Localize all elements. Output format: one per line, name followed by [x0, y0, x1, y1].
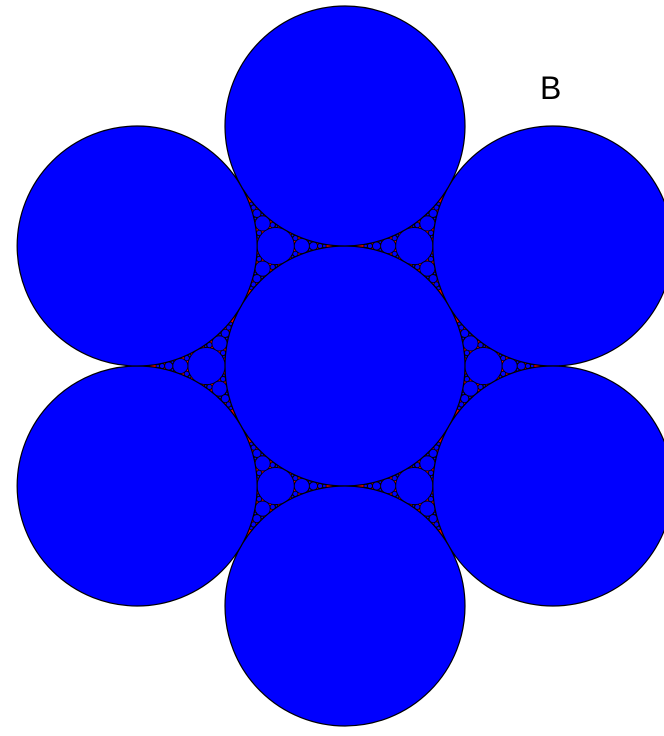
small-circle: [395, 467, 434, 505]
small-circle: [427, 229, 434, 236]
small-circle: [427, 496, 434, 503]
small-circle: [256, 496, 263, 503]
large-circle-bottom: [224, 485, 466, 727]
small-circle: [256, 229, 263, 236]
small-circle: [395, 227, 434, 265]
small-circle: [464, 347, 503, 385]
small-circle: [187, 347, 226, 385]
small-circle: [256, 227, 295, 265]
large-circle-top: [224, 5, 466, 247]
large-circle-lower-left: [16, 365, 258, 607]
small-circles: [155, 201, 535, 531]
large-circle-upper-right: [432, 125, 664, 367]
small-circle: [220, 349, 227, 356]
large-circle-lower-right: [432, 365, 664, 607]
large-circle-upper-left: [16, 125, 258, 367]
small-circle: [463, 376, 470, 383]
large-circle-center: [224, 245, 466, 487]
small-circle: [427, 469, 434, 476]
panel-label: B: [540, 70, 562, 106]
small-circle: [220, 376, 227, 383]
small-circle: [256, 256, 263, 263]
small-circle: [256, 467, 295, 505]
small-circle: [256, 469, 263, 476]
large-circles: [16, 5, 664, 727]
small-circle: [463, 349, 470, 356]
small-circle: [427, 256, 434, 263]
